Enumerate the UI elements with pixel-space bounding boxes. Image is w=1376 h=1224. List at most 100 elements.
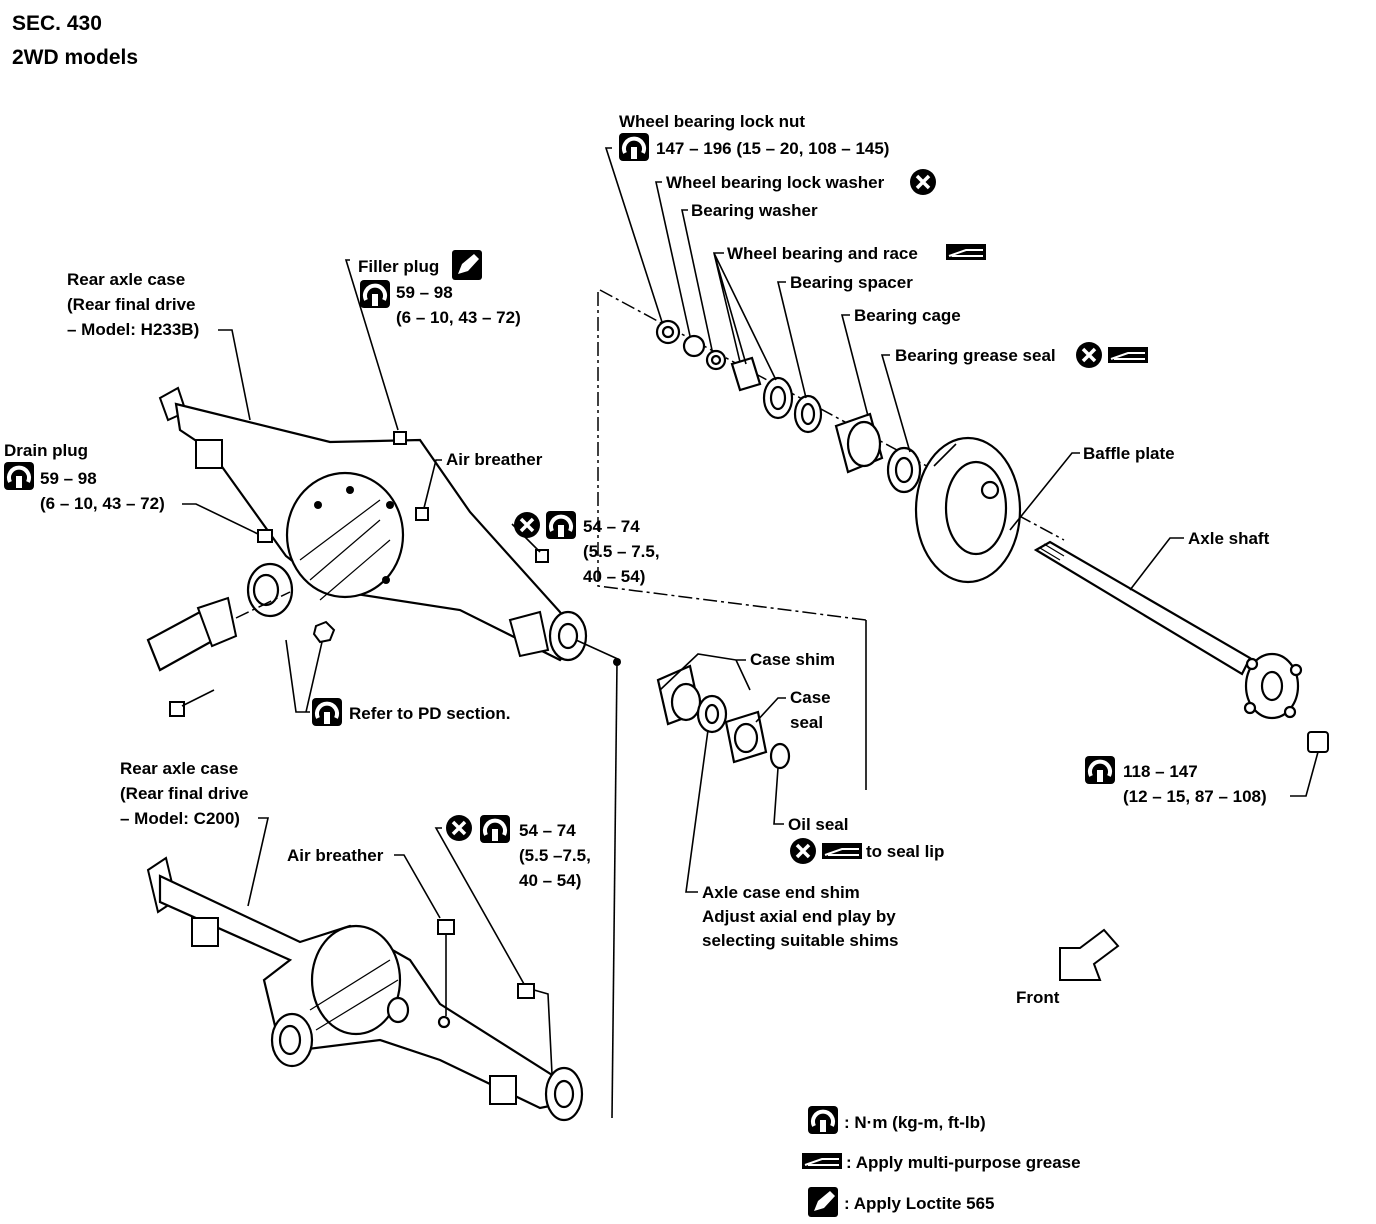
case-seal-label-1: Case: [790, 688, 831, 707]
nut-torque-bottom-3: 40 – 54): [519, 871, 581, 890]
torque-wrench-icon: [617, 131, 651, 163]
wheel-bearing-lock-nut-torque: 147 – 196 (15 – 20, 108 – 145): [656, 139, 889, 158]
leader-axle-shaft-torque: [1290, 751, 1319, 797]
torque-wrench-icon: [358, 278, 392, 310]
replace-x-icon: [444, 813, 474, 843]
bearing-cage-label: Bearing cage: [854, 306, 961, 325]
axle-case-end-shim-line2: Adjust axial end play by: [702, 907, 896, 926]
leader-filler-plug: [344, 259, 399, 431]
axle-case-end-shim-line1: Axle case end shim: [702, 883, 860, 902]
replace-x-icon: [788, 836, 818, 866]
wheel-bearing-and-race-label: Wheel bearing and race: [727, 244, 918, 263]
nut-bottom-part: [517, 983, 535, 999]
leader-bearing-cage: [840, 314, 869, 417]
refer-pd-label: Refer to PD section.: [349, 704, 511, 723]
legend-torque-text: : N·m (kg-m, ft-lb): [844, 1113, 986, 1132]
grease-icon: [1107, 346, 1149, 364]
leader-case-seal: [755, 697, 786, 723]
air-breather-top-part: [415, 507, 429, 521]
wheel-bearing-lock-washer-label: Wheel bearing lock washer: [666, 173, 885, 192]
nut-torque-top-3: 40 – 54): [583, 567, 645, 586]
section-title: SEC. 430: [12, 12, 102, 35]
bearing-washer-label: Bearing washer: [691, 201, 818, 220]
case-seal-label-2: seal: [790, 713, 823, 732]
leader-lock-nut: [604, 147, 663, 323]
loctite-icon: [808, 1187, 838, 1217]
grease-icon: [821, 842, 863, 860]
nut-top-part: [535, 549, 549, 563]
legend-grease-text: : Apply multi-purpose grease: [846, 1153, 1081, 1172]
air-breather-bottom-part: [437, 919, 455, 935]
rear-axle-case-c200-line2: (Rear final drive: [120, 784, 249, 803]
axle-shaft-label: Axle shaft: [1188, 529, 1270, 548]
leader-bearing-washer: [681, 209, 713, 351]
filler-plug-part: [393, 431, 407, 445]
torque-wrench-icon: [310, 696, 344, 728]
axle-shaft-torque-2: (12 – 15, 87 – 108): [1123, 787, 1267, 806]
rear-axle-case-h233b-line2: (Rear final drive: [67, 295, 196, 314]
to-seal-lip-label: to seal lip: [866, 842, 944, 861]
filler-plug-torque-1: 59 – 98: [396, 283, 453, 302]
rear-axle-case-c200: [146, 856, 584, 1122]
air-breather-top-label: Air breather: [446, 450, 543, 469]
replace-x-icon: [908, 167, 938, 197]
drain-plug-torque-2: (6 – 10, 43 – 72): [40, 494, 165, 513]
leader-refer-pd: [285, 639, 323, 713]
leader-axle-case-end-shim: [685, 729, 709, 893]
drain-plug-part: [257, 529, 273, 543]
leader-rear-axle-c200: [247, 817, 270, 907]
drain-plug-label: Drain plug: [4, 441, 88, 460]
case-shim-seal-part: [575, 639, 791, 1119]
leader-axle-shaft: [1129, 537, 1184, 591]
leader-lock-washer: [655, 181, 691, 337]
rear-axle-case-c200-line1: Rear axle case: [120, 759, 238, 778]
hub-bearing-assembly: [597, 289, 1065, 790]
leader-nut-bottom-2: [533, 989, 553, 1075]
grease-icon: [945, 243, 987, 261]
legend: : N·m (kg-m, ft-lb) : Apply multi-purpos…: [801, 1104, 1081, 1217]
rear-axle-case-c200-line3: – Model: C200): [120, 809, 240, 828]
nut-torque-bottom-2: (5.5 –7.5,: [519, 846, 591, 865]
nut-pd-part: [312, 620, 336, 644]
leader-grease-seal: [880, 354, 911, 453]
front-arrow-icon: [1059, 928, 1120, 981]
leader-air-breather-top: [423, 459, 442, 509]
oil-seal-label: Oil seal: [788, 815, 848, 834]
bearing-spacer-label: Bearing spacer: [790, 273, 913, 292]
baffle-plate-label: Baffle plate: [1083, 444, 1175, 463]
nut-torque-top-1: 54 – 74: [583, 517, 640, 536]
leader-case-shim: [659, 653, 751, 691]
leader-air-breather-bottom: [394, 854, 441, 919]
torque-wrench-icon: [544, 509, 578, 541]
torque-wrench-icon: [1083, 754, 1117, 786]
leader-bearing-spacer: [776, 281, 807, 399]
grease-icon: [801, 1152, 843, 1170]
legend-loctite-text: : Apply Loctite 565: [844, 1194, 995, 1213]
axle-case-end-shim-line3: selecting suitable shims: [702, 931, 899, 950]
wheel-bearing-lock-nut-label: Wheel bearing lock nut: [619, 112, 805, 131]
axle-shaft-part: [1033, 540, 1329, 753]
leader-oil-seal: [773, 767, 784, 825]
bearing-grease-seal-label: Bearing grease seal: [895, 346, 1056, 365]
leader-nut-bottom: [434, 827, 525, 985]
axle-shaft-torque-1: 118 – 147: [1123, 762, 1198, 781]
nut-torque-top-2: (5.5 – 7.5,: [583, 542, 660, 561]
drain-plug-torque-1: 59 – 98: [40, 469, 97, 488]
torque-wrench-icon: [806, 1104, 840, 1136]
rear-axle-case-h233b-line3: – Model: H233B): [67, 320, 199, 339]
filler-plug-label: Filler plug: [358, 257, 439, 276]
models-title: 2WD models: [12, 46, 138, 69]
replace-x-icon: [512, 510, 542, 540]
leader-baffle-plate: [1009, 452, 1080, 531]
replace-x-icon: [1074, 340, 1104, 370]
air-breather-bottom-label: Air breather: [287, 846, 384, 865]
torque-wrench-icon: [2, 460, 36, 492]
leader-wheel-bearing: [712, 252, 777, 381]
leader-drain-plug: [182, 503, 259, 535]
torque-wrench-icon: [478, 813, 512, 845]
leader-nut-top: [511, 523, 541, 553]
filler-plug-torque-2: (6 – 10, 43 – 72): [396, 308, 521, 327]
nut-torque-bottom-1: 54 – 74: [519, 821, 576, 840]
leader-rear-axle-h233b: [218, 329, 251, 421]
